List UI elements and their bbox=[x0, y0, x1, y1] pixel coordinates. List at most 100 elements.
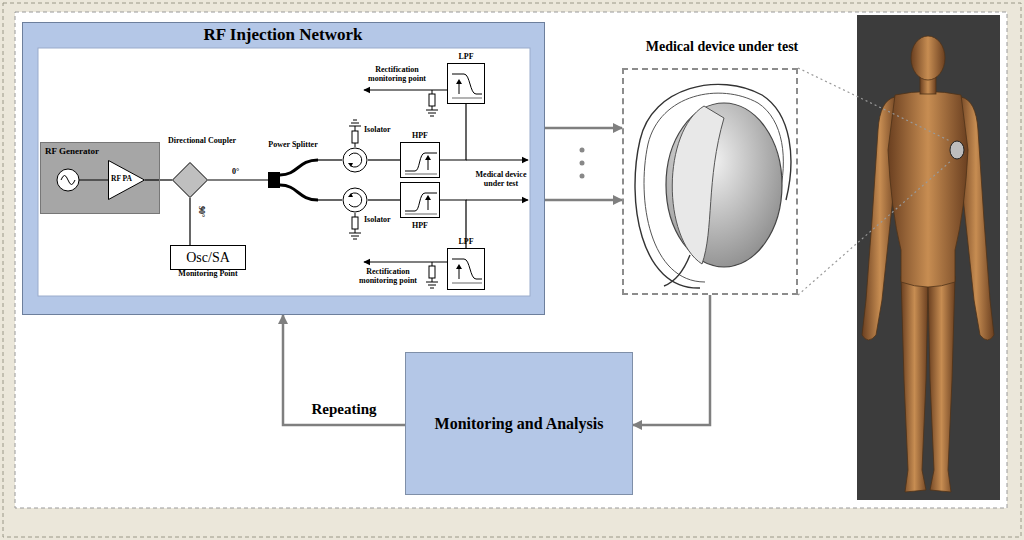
resistor-symbol bbox=[352, 131, 358, 143]
filter-box-shape bbox=[425, 195, 431, 200]
human-body-illustration bbox=[911, 36, 945, 80]
resistor-symbol bbox=[429, 94, 435, 106]
connector-line bbox=[318, 199, 342, 200]
amplifier-triangle-shape bbox=[109, 161, 145, 200]
connector-line bbox=[208, 179, 268, 180]
filter-box-shape bbox=[452, 98, 482, 99]
isolator-circle-shape bbox=[343, 188, 367, 212]
filter-box-shape bbox=[452, 283, 482, 284]
output-arrow bbox=[466, 159, 528, 160]
resistor-symbol bbox=[430, 288, 434, 289]
leader-line bbox=[798, 68, 950, 141]
amplifier-triangle: RF PA bbox=[108, 160, 145, 200]
pacemaker-illustration bbox=[635, 84, 791, 288]
pacemaker-illustration bbox=[635, 84, 791, 288]
connector-line bbox=[633, 295, 710, 425]
pacemaker-illustration bbox=[672, 106, 724, 264]
filter-box: LPF bbox=[447, 63, 485, 104]
filter-box-shape bbox=[448, 249, 484, 289]
isolator-circle-shape bbox=[348, 193, 353, 197]
component-label: Directional Coupler bbox=[168, 136, 236, 145]
component-label: Monitoring Point bbox=[178, 269, 237, 278]
phase-label: 90° bbox=[197, 206, 206, 217]
generator-box: RF Generator RF PA bbox=[40, 142, 160, 214]
resistor-symbol bbox=[355, 143, 356, 147]
isolator-circle: Isolator bbox=[342, 187, 368, 213]
monitor-label: Rectification monitoring point bbox=[354, 267, 422, 285]
filter-box-shape bbox=[452, 259, 482, 279]
splitter-symbol-shape bbox=[268, 172, 280, 188]
filter-box: HPF bbox=[400, 142, 440, 178]
leader-line bbox=[798, 160, 952, 295]
connector-line bbox=[440, 104, 466, 160]
filter-label: LPF bbox=[458, 52, 473, 61]
isolator-circle-shape bbox=[349, 193, 362, 207]
amplifier-label: RF PA bbox=[111, 175, 132, 184]
resistor-symbol bbox=[355, 229, 356, 233]
leader-line bbox=[798, 68, 952, 295]
box-label: RF Generator bbox=[45, 146, 99, 156]
isolator-circle-shape bbox=[342, 187, 368, 213]
outer-frame bbox=[3, 3, 1021, 537]
sine-source bbox=[57, 169, 79, 191]
isolator-circle-shape bbox=[348, 163, 353, 167]
panel-inner bbox=[38, 48, 530, 296]
pacemaker-illustration bbox=[644, 93, 783, 282]
resistor-symbol bbox=[432, 278, 433, 282]
generator-fill bbox=[40, 142, 160, 214]
isolator-circle-shape bbox=[342, 147, 368, 173]
pacemaker-illustration bbox=[666, 103, 782, 267]
human-body-illustration bbox=[857, 15, 1000, 500]
splitter-symbol-shape bbox=[280, 160, 318, 175]
resistor-symbol bbox=[349, 126, 361, 127]
section-title: Medical device under test bbox=[646, 39, 799, 55]
sine-source bbox=[57, 169, 108, 191]
resistor-symbol bbox=[426, 110, 438, 111]
monitor-arrow bbox=[364, 261, 447, 262]
filter-box-shape bbox=[452, 74, 482, 94]
filter-box-shape bbox=[405, 174, 437, 175]
connector-line bbox=[318, 159, 342, 160]
output-arrow bbox=[466, 199, 528, 200]
instrument-box: Osc/SAMonitoring Point bbox=[170, 245, 246, 270]
resistor-symbol bbox=[355, 213, 356, 217]
inner-frame bbox=[15, 12, 1007, 508]
human-body-illustration bbox=[862, 36, 994, 492]
filter-label: HPF bbox=[412, 131, 428, 140]
box-label: Monitoring and Analysis bbox=[435, 414, 604, 432]
monitor-arrow bbox=[364, 90, 447, 262]
resistor-symbol bbox=[351, 123, 359, 124]
continuation-dots bbox=[580, 161, 585, 166]
box-label: Osc/SA bbox=[186, 249, 230, 265]
human-body-illustration bbox=[950, 141, 964, 159]
resistor-symbol bbox=[429, 266, 435, 278]
filter-box-shape bbox=[456, 264, 462, 269]
resistor-symbol bbox=[353, 239, 357, 240]
filter-box-shape bbox=[425, 155, 431, 160]
monitor-label: Rectification monitoring point bbox=[362, 65, 432, 83]
filter-box-shape bbox=[448, 64, 484, 103]
connector-line bbox=[545, 199, 622, 202]
resistor-symbol bbox=[352, 217, 358, 229]
resistor-symbol bbox=[430, 116, 434, 117]
filter-box-shape bbox=[456, 79, 462, 84]
component-label: Isolator bbox=[364, 215, 391, 224]
connector-line bbox=[145, 179, 172, 180]
human-body-illustration bbox=[901, 276, 928, 492]
connector-line bbox=[368, 159, 400, 160]
component-label: Isolator bbox=[364, 125, 391, 134]
coupler-diamond: Directional Coupler bbox=[172, 162, 208, 198]
human-body-illustration bbox=[928, 276, 955, 492]
connector-line bbox=[283, 315, 405, 425]
connector-line bbox=[189, 198, 190, 245]
continuation-dots bbox=[580, 148, 585, 179]
resistor-symbol bbox=[349, 233, 361, 234]
resistor-symbol bbox=[428, 285, 436, 286]
injection-panel: RF Injection NetworkRF GeneratorRF PADir… bbox=[22, 22, 545, 315]
filter-label: LPF bbox=[458, 237, 473, 246]
human-body-illustration bbox=[888, 92, 968, 288]
panel-fill bbox=[22, 22, 545, 315]
filter-box-shape bbox=[405, 214, 437, 215]
human-body-illustration bbox=[857, 15, 1000, 500]
